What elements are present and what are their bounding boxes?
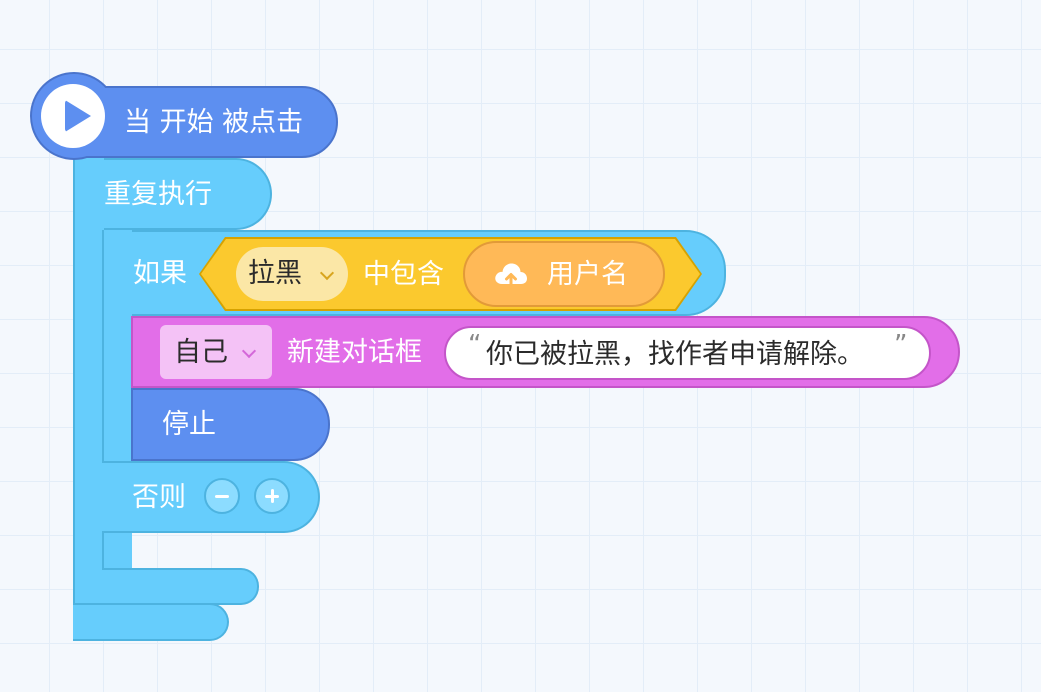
repeat-block-spine[interactable] xyxy=(73,158,104,641)
sprite-target-dropdown[interactable]: 自己 xyxy=(160,325,272,379)
cloud-variable-label: 用户名 xyxy=(547,259,628,290)
if-block-label: 如果 xyxy=(133,258,187,289)
if-block-spine[interactable] xyxy=(102,230,132,605)
add-else-button[interactable] xyxy=(254,478,290,514)
cloud-upload-icon xyxy=(495,263,527,289)
play-icon xyxy=(41,84,105,148)
dialog-action-label: 新建对话框 xyxy=(287,337,422,368)
list-dropdown-value: 拉黑 xyxy=(248,258,302,289)
remove-else-button[interactable] xyxy=(204,478,240,514)
else-block-label: 否则 xyxy=(132,482,186,513)
if-block-foot[interactable] xyxy=(102,568,259,605)
hat-block-label: 当 开始 被点击 xyxy=(124,107,304,138)
open-quote: “ xyxy=(468,330,482,360)
stop-block[interactable] xyxy=(131,388,330,461)
repeat-block-foot[interactable] xyxy=(73,603,229,641)
repeat-block[interactable] xyxy=(73,158,272,230)
condition-operator-label: 中包含 xyxy=(363,259,444,290)
list-dropdown[interactable]: 拉黑 xyxy=(236,247,348,301)
minus-icon xyxy=(215,495,229,498)
repeat-block-label: 重复执行 xyxy=(104,179,212,210)
close-quote: ” xyxy=(894,330,908,360)
dialog-message-text: 你已被拉黑，找作者申请解除。 xyxy=(486,339,864,370)
chevron-down-icon xyxy=(319,265,335,281)
stop-block-label: 停止 xyxy=(162,409,216,440)
cloud-variable-reporter[interactable]: 用户名 xyxy=(463,241,665,307)
chevron-down-icon xyxy=(241,343,257,359)
sprite-target-value: 自己 xyxy=(174,337,228,368)
dialog-message-input[interactable]: “ 你已被拉黑，找作者申请解除。 ” xyxy=(444,326,931,380)
